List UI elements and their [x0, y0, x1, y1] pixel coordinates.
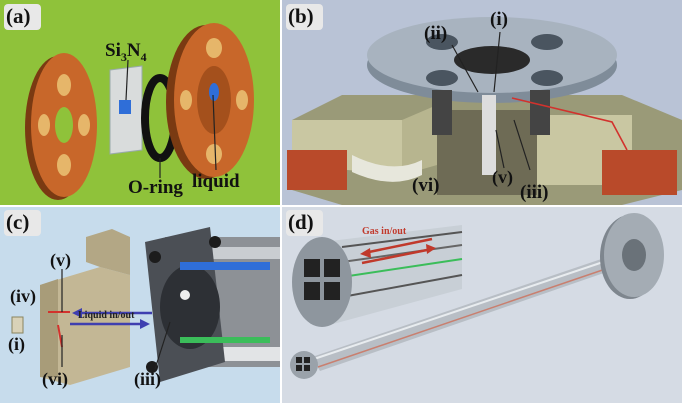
panel-b-illustration	[287, 17, 682, 205]
panel-d-tag-box	[286, 210, 323, 236]
panel-c-tag-box	[4, 210, 41, 236]
ii-leader	[451, 44, 479, 93]
panel-d: (d) Gas in/out	[282, 207, 682, 403]
label-iv: (iv)	[10, 286, 36, 306]
tip-inset	[292, 225, 463, 327]
panel-c-illustration	[11, 227, 280, 385]
label-i: (i)	[8, 334, 25, 354]
panel-d-illustration	[290, 213, 664, 379]
chip-label-sub1: 3	[120, 49, 127, 64]
gas-arrow-out	[361, 247, 433, 265]
label-v: (v)	[50, 250, 71, 270]
signal-wire	[511, 97, 628, 151]
flow-arrowhead-right	[140, 319, 150, 329]
panel-d-tag: (d)	[288, 210, 314, 234]
gas-arrow-in	[363, 237, 433, 255]
holder-cylinder	[145, 227, 280, 382]
flow-arrowhead-left	[72, 308, 82, 318]
cell-lid	[367, 17, 617, 103]
iii-leader	[513, 119, 531, 171]
red-marker-vi	[57, 324, 63, 348]
label-iii: (iii)	[134, 369, 161, 389]
chip-label-sub2: 4	[140, 49, 147, 64]
chip-label: Si3N4	[105, 41, 147, 63]
gas-flow-label: Gas in/out	[362, 226, 407, 237]
oring-label: O-ring	[128, 177, 183, 198]
label-vi: (vi)	[42, 369, 68, 389]
panel-c-tag: (c)	[6, 210, 30, 234]
panel-b: (b) (ii) (i) (v) (iii) (vi)	[282, 0, 682, 205]
panel-a-illustration	[25, 23, 254, 200]
label-ii: (ii)	[424, 23, 448, 44]
v-leader	[495, 129, 505, 169]
gas-arrowhead-left	[360, 248, 371, 258]
liquid-label: liquid	[192, 171, 240, 192]
label-v: (v)	[492, 167, 513, 187]
panel-c: (c) (v) (iv) (i) (vi) (iii) Liquid in/ou…	[0, 207, 280, 403]
left-copper-disk	[25, 53, 97, 200]
springs	[432, 90, 550, 175]
i-leader	[493, 31, 501, 93]
panel-a-tag: (a)	[6, 4, 31, 28]
si3n4-chip	[109, 65, 143, 155]
chip-label-n: N	[126, 40, 141, 61]
vacuum-flange	[600, 213, 664, 299]
label-iii: (iii)	[520, 182, 549, 203]
chip-leader-line	[125, 59, 129, 101]
label-vi: (vi)	[412, 175, 440, 196]
holder-rod	[312, 252, 627, 371]
panel-a: (a) Si3N4 O-ring liquid	[0, 0, 280, 205]
chip	[11, 316, 24, 334]
panel-b-tag: (b)	[288, 4, 314, 28]
liquid-leader-line	[212, 94, 217, 171]
liquid-flow-label: Liquid in/out	[78, 310, 135, 321]
right-copper-disk	[166, 23, 254, 179]
panel-a-tag-box	[4, 4, 41, 30]
chip-label-si: Si	[105, 40, 121, 61]
panel-b-tag-box	[286, 4, 323, 30]
tip-small	[290, 351, 318, 379]
iii-leader	[154, 321, 171, 370]
gas-arrowhead-right	[426, 244, 436, 254]
label-i: (i)	[490, 9, 508, 30]
